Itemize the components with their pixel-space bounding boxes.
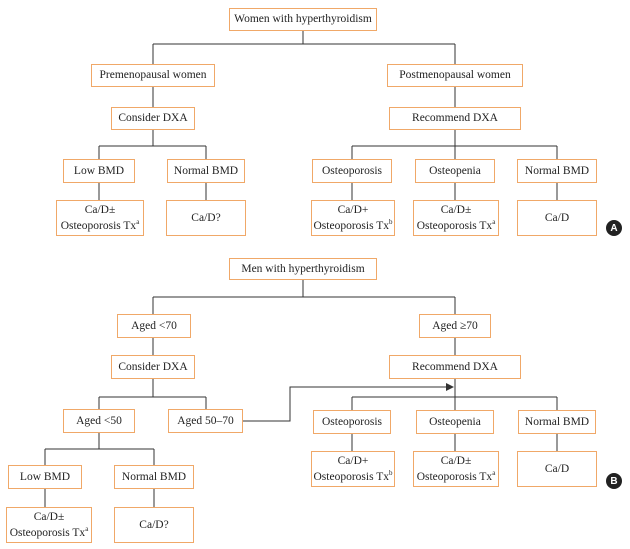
box-label: Normal BMD — [524, 164, 590, 177]
box-label: Osteoporosis — [321, 164, 383, 177]
osteopenia-box: Osteopenia — [416, 410, 494, 434]
consider-dxa-box: Consider DXA — [111, 107, 195, 130]
arrow-connector — [243, 383, 454, 422]
box-label: Women with hyperthyroidism — [234, 13, 372, 26]
osteoporosis-box: Osteoporosis — [313, 410, 391, 434]
normal-bmd-box: Normal BMD — [517, 159, 597, 183]
treatment-box: Ca/D± Osteoporosis Txa — [413, 200, 499, 236]
box-label: Osteopenia — [429, 415, 481, 428]
box-label: Consider DXA — [118, 360, 188, 373]
normal-bmd-box: Normal BMD — [518, 410, 596, 434]
line-1: Ca/D± — [440, 455, 472, 468]
box-label: Ca/D — [544, 211, 570, 224]
aged-50-70-box: Aged 50–70 — [168, 409, 243, 433]
box-label: Ca/D+ Osteoporosis Txb — [314, 454, 393, 484]
line-2: Osteoporosis Tx — [313, 219, 390, 232]
footnote-mark: a — [492, 217, 496, 226]
postmenopausal-box: Postmenopausal women — [387, 64, 523, 87]
line-2: Osteoporosis Tx — [60, 219, 137, 232]
aged-under-70-box: Aged <70 — [117, 314, 191, 338]
consider-dxa-box: Consider DXA — [111, 355, 195, 379]
badge-label: A — [610, 222, 618, 234]
women-root-box: Women with hyperthyroidism — [229, 8, 377, 31]
box-label: Ca/D± Osteoporosis Txa — [10, 510, 89, 540]
treatment-box: Ca/D± Osteoporosis Txa — [56, 200, 144, 236]
box-label: Ca/D? — [139, 518, 169, 531]
box-label: Aged 50–70 — [177, 414, 234, 427]
box-label: Normal BMD — [121, 470, 187, 483]
premenopausal-box: Premenopausal women — [91, 64, 215, 87]
box-label: Ca/D+ Osteoporosis Txb — [314, 203, 393, 233]
box-label: Ca/D± Osteoporosis Txa — [61, 203, 140, 233]
box-label: Normal BMD — [524, 415, 590, 428]
recommend-dxa-box: Recommend DXA — [389, 107, 521, 130]
normal-bmd-box: Normal BMD — [167, 159, 245, 183]
box-label: Aged <50 — [76, 414, 122, 427]
aged-under-50-box: Aged <50 — [63, 409, 135, 433]
treatment-box: Ca/D — [517, 200, 597, 236]
panel-b-badge: B — [606, 473, 622, 489]
treatment-box: Ca/D? — [166, 200, 246, 236]
box-label: Recommend DXA — [412, 112, 498, 125]
line-1: Ca/D+ — [337, 455, 369, 468]
treatment-box: Ca/D? — [114, 507, 194, 543]
box-label: Postmenopausal women — [399, 69, 511, 82]
line-1: Ca/D± — [84, 204, 116, 217]
footnote-mark: b — [389, 217, 393, 226]
footnote-mark: a — [85, 524, 89, 533]
treatment-box: Ca/D± Osteoporosis Txa — [413, 451, 499, 487]
box-label: Aged <70 — [131, 319, 177, 332]
recommend-dxa-box: Recommend DXA — [389, 355, 521, 379]
box-label: Aged ≥70 — [432, 319, 478, 332]
treatment-box: Ca/D+ Osteoporosis Txb — [311, 451, 395, 487]
box-label: Consider DXA — [118, 112, 188, 125]
line-2: Osteoporosis Tx — [9, 526, 86, 539]
box-label: Low BMD — [73, 164, 125, 177]
line-1: Ca/D± — [440, 204, 472, 217]
men-root-box: Men with hyperthyroidism — [229, 258, 377, 280]
box-label: Ca/D? — [191, 211, 221, 224]
line-2: Osteoporosis Tx — [416, 219, 493, 232]
box-label: Premenopausal women — [99, 69, 207, 82]
treatment-box: Ca/D+ Osteoporosis Txb — [311, 200, 395, 236]
box-label: Osteoporosis — [321, 415, 383, 428]
osteoporosis-box: Osteoporosis — [312, 159, 392, 183]
line-1: Ca/D+ — [337, 204, 369, 217]
footnote-mark: a — [136, 217, 140, 226]
low-bmd-box: Low BMD — [8, 465, 82, 489]
box-label: Normal BMD — [173, 164, 239, 177]
line-2: Osteoporosis Tx — [313, 470, 390, 483]
line-2: Osteoporosis Tx — [416, 470, 493, 483]
line-1: Ca/D± — [33, 511, 65, 524]
normal-bmd-box: Normal BMD — [114, 465, 194, 489]
box-label: Men with hyperthyroidism — [241, 262, 365, 275]
footnote-mark: a — [492, 468, 496, 477]
treatment-box: Ca/D± Osteoporosis Txa — [6, 507, 92, 543]
badge-label: B — [610, 475, 618, 487]
box-label: Recommend DXA — [412, 360, 498, 373]
treatment-box: Ca/D — [517, 451, 597, 487]
footnote-mark: b — [389, 468, 393, 477]
panel-a-badge: A — [606, 220, 622, 236]
low-bmd-box: Low BMD — [63, 159, 135, 183]
aged-70-plus-box: Aged ≥70 — [419, 314, 491, 338]
osteopenia-box: Osteopenia — [415, 159, 495, 183]
box-label: Ca/D± Osteoporosis Txa — [417, 454, 496, 484]
box-label: Ca/D± Osteoporosis Txa — [417, 203, 496, 233]
box-label: Ca/D — [544, 462, 570, 475]
box-label: Osteopenia — [429, 164, 481, 177]
box-label: Low BMD — [19, 470, 71, 483]
